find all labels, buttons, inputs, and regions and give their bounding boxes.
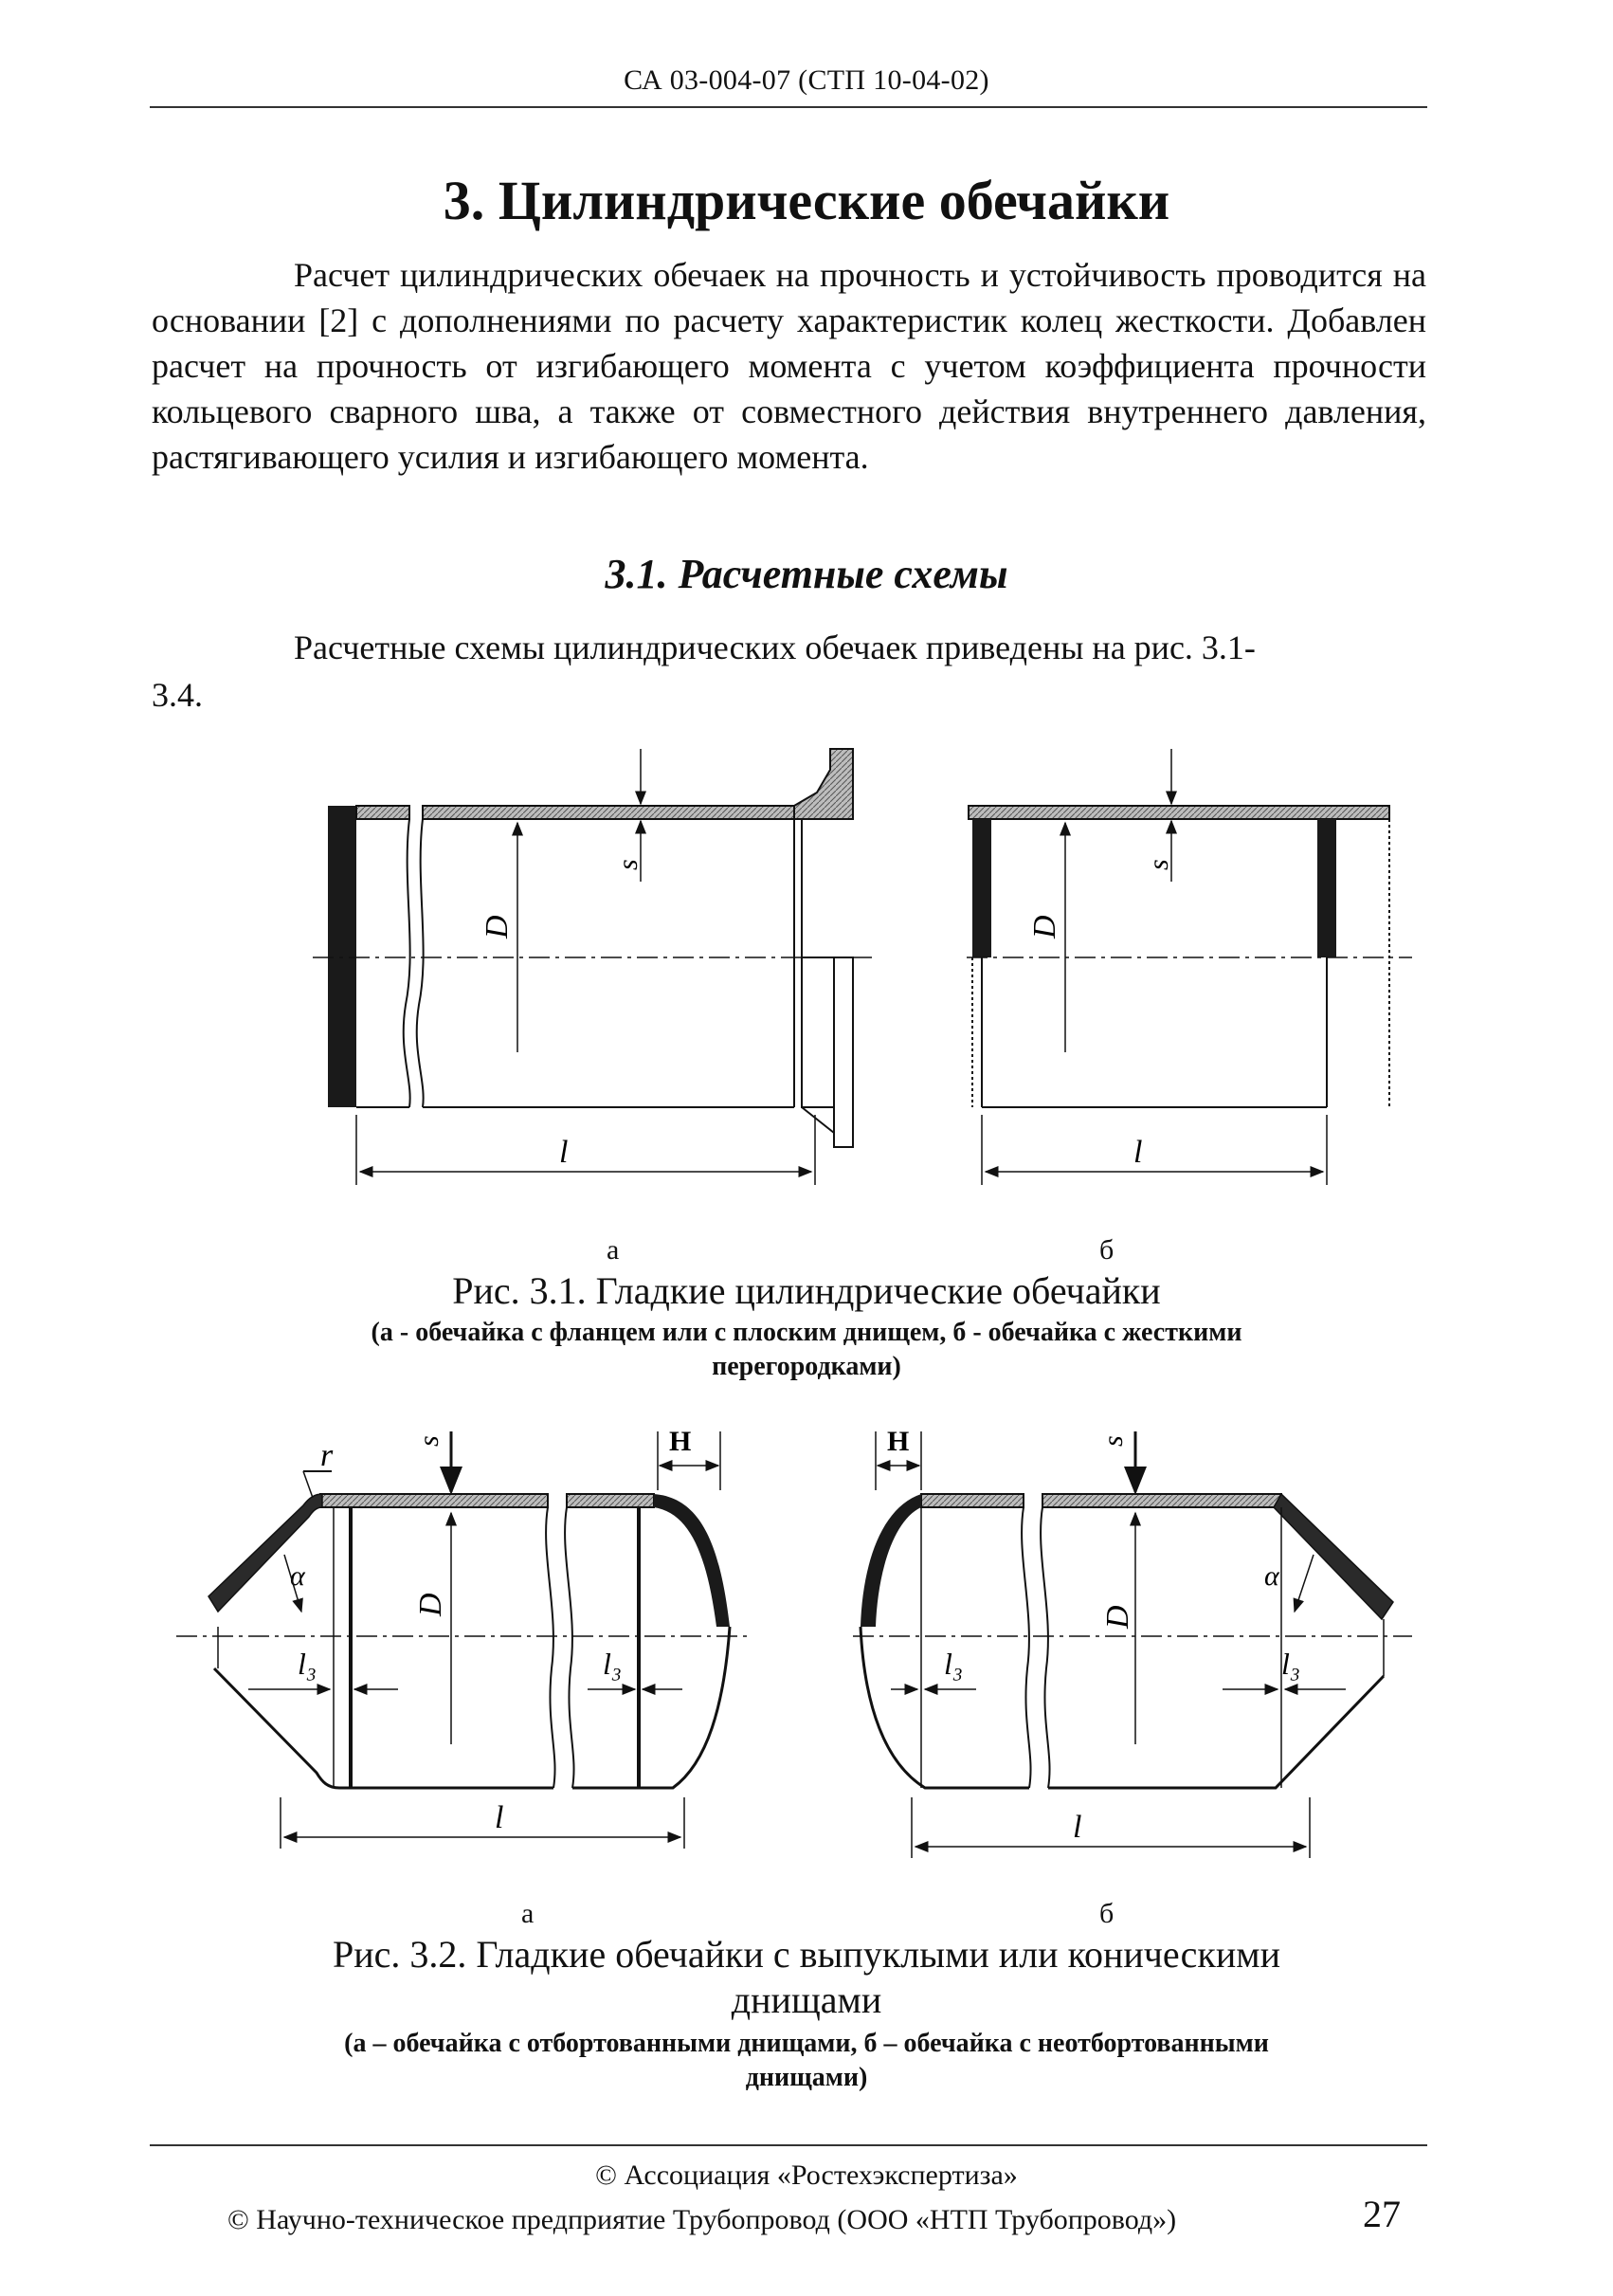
length-label-b: l — [1133, 1135, 1142, 1170]
figure-3-1a-flanged-shell: D s l — [313, 748, 872, 1185]
flange-height-label-2a: H — [669, 1426, 691, 1457]
thickness-label-2b: s — [1097, 1435, 1129, 1447]
figure-3-2-drawing: D s r H α l₃ l₃ l D — [176, 1426, 1412, 1858]
length-label-2a: l — [495, 1800, 503, 1835]
figure-3-2-note-line1: (а – обечайка с отбортованными днищами, … — [344, 2029, 1269, 2058]
angle-label-2a: α — [290, 1560, 306, 1592]
figure-3-1-note-line2: перегородками) — [712, 1352, 901, 1381]
diameter-label-2a: D — [413, 1593, 448, 1617]
figure-3-1-sublabel-b: б — [1099, 1234, 1115, 1266]
document-code-header: СА 03-004-07 (СТП 10-04-02) — [624, 64, 989, 96]
thickness-label-b: s — [1143, 859, 1174, 870]
diameter-label-a: D — [480, 915, 515, 939]
footer-copyright-association: © Ассоциация «Ростехэкспертиза» — [595, 2159, 1018, 2191]
diameter-label-2b: D — [1100, 1605, 1135, 1630]
l3-label-2a-left: l₃ — [298, 1647, 317, 1681]
figure-3-1-drawing: D s l D s l — [313, 748, 1412, 1185]
angle-label-2b: α — [1264, 1560, 1280, 1592]
section-intro-text: Расчет цилиндрических обечаек на прочнос… — [152, 256, 1426, 476]
figure-3-2b-unflanged-heads-shell: D s H α l₃ l₃ l — [853, 1426, 1412, 1858]
figure-3-2-note-line2: днищами) — [745, 2063, 868, 2092]
subsection-text-line1: Расчетные схемы цилиндрических обечаек п… — [294, 629, 1256, 666]
figure-3-2-caption-line1: Рис. 3.2. Гладкие обечайки с выпуклыми и… — [333, 1933, 1280, 1976]
figure-3-1-caption: Рис. 3.1. Гладкие цилиндрические обечайк… — [452, 1269, 1161, 1312]
length-label-2b: l — [1073, 1810, 1081, 1845]
length-label-a: l — [559, 1135, 568, 1170]
thickness-label-2a: s — [413, 1435, 444, 1447]
figure-3-2a-flanged-heads-shell: D s r H α l₃ l₃ l — [176, 1426, 749, 1849]
footer-copyright-company: © Научно-техническое предприятие Трубопр… — [227, 2204, 1177, 2235]
thickness-label-a: s — [612, 859, 643, 870]
radius-label-2a: r — [320, 1438, 334, 1473]
diameter-label-b: D — [1027, 915, 1062, 939]
figure-3-1b-bulkhead-shell: D s l — [967, 749, 1412, 1185]
figure-3-2-caption-line2: днищами — [731, 1978, 882, 2021]
figure-3-2-sublabel-b: б — [1099, 1898, 1115, 1929]
footer-rule — [150, 2144, 1427, 2146]
page-number: 27 — [1363, 2193, 1401, 2235]
figure-3-1-sublabel-a: а — [607, 1234, 620, 1266]
section-title: 3. Цилиндрические обечайки — [443, 170, 1170, 231]
flange-height-label-2b: H — [887, 1426, 909, 1457]
section-intro-paragraph: Расчет цилиндрических обечаек на прочнос… — [152, 252, 1426, 480]
header-rule — [150, 106, 1427, 108]
subsection-text-line2: 3.4. — [152, 676, 203, 714]
subsection-title: 3.1. Расчетные схемы — [605, 551, 1008, 597]
l3-label-2a-right: l₃ — [603, 1647, 622, 1681]
l3-label-2b-right: l₃ — [1281, 1647, 1300, 1681]
figure-3-2-sublabel-a: а — [521, 1898, 535, 1929]
l3-label-2b-left: l₃ — [944, 1647, 963, 1681]
figure-3-1-note-line1: (а - обечайка с фланцем или с плоским дн… — [371, 1318, 1242, 1347]
